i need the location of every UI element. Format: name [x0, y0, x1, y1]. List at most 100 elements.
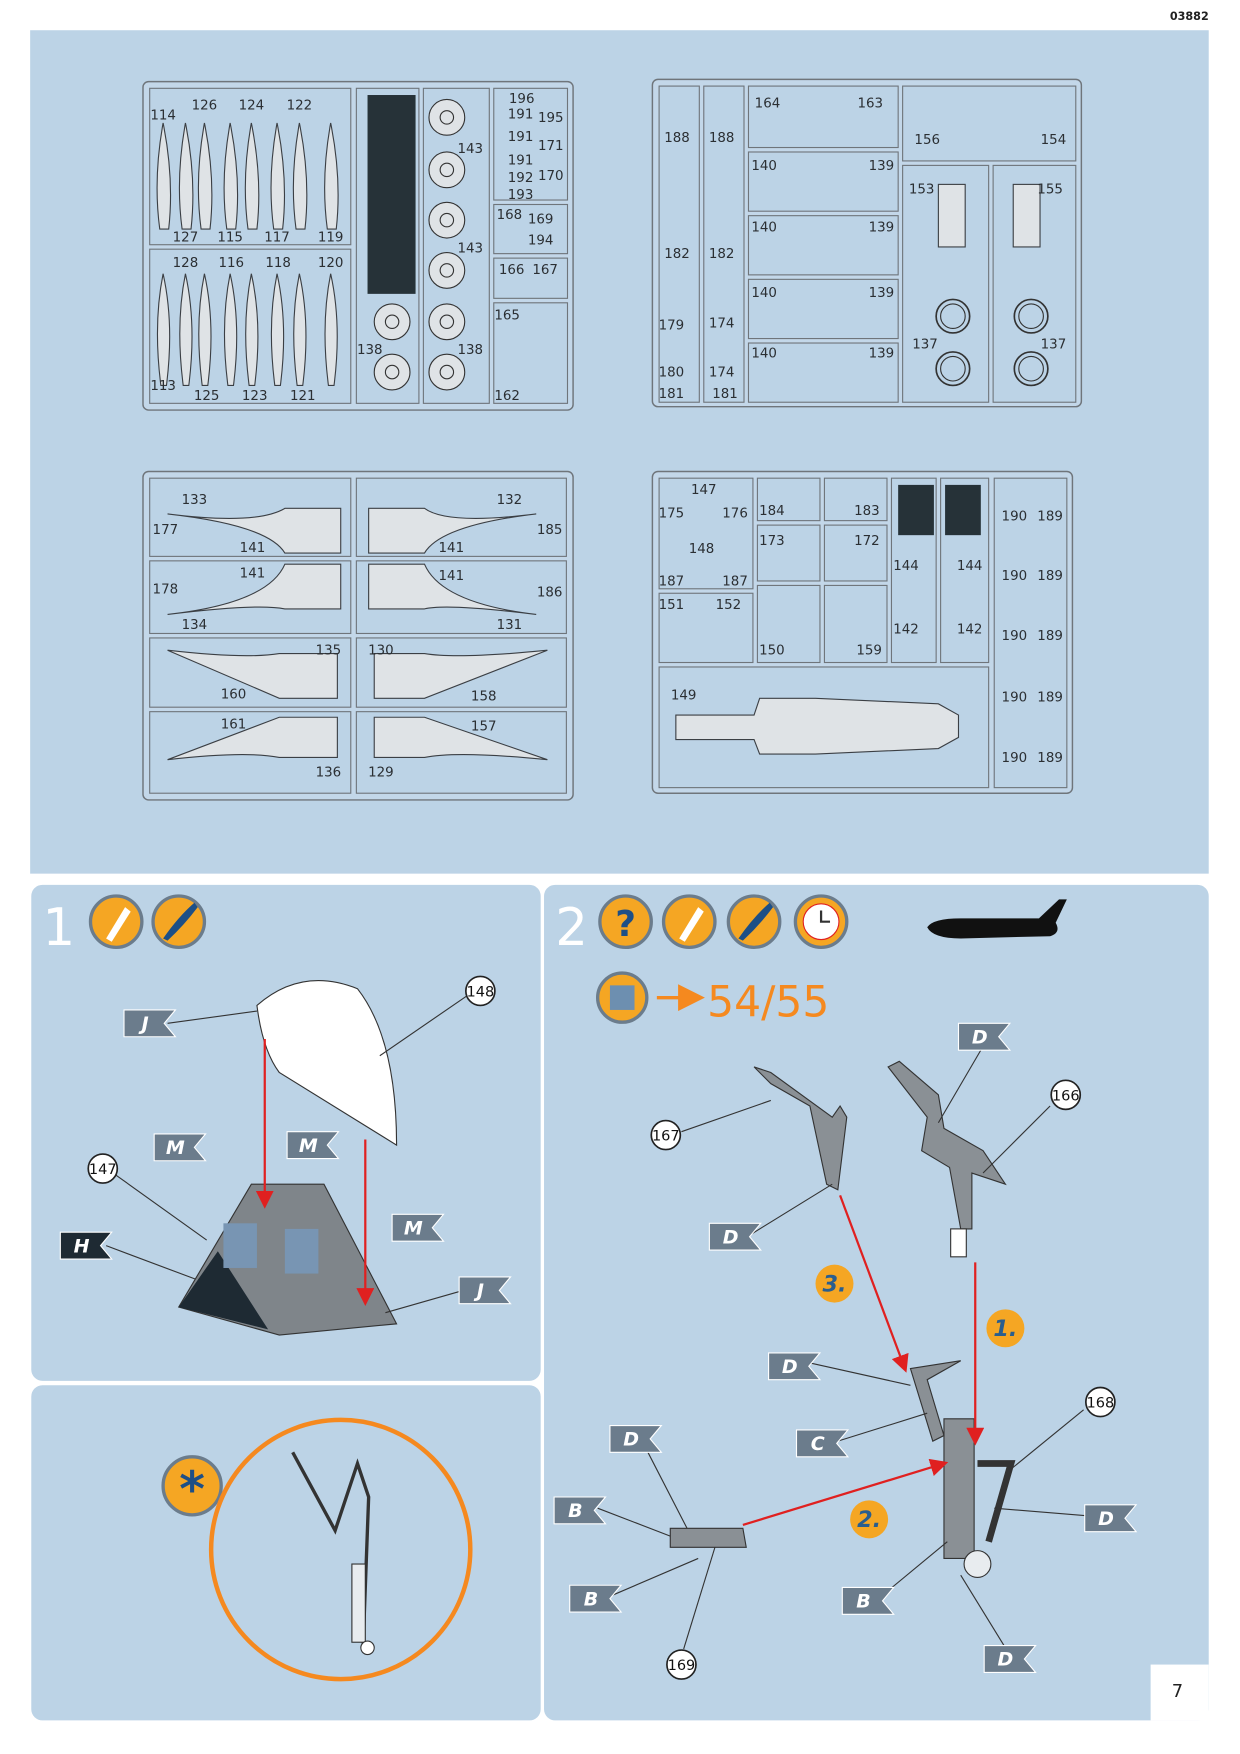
part-number: 192 [508, 171, 534, 186]
part-number: 143 [458, 242, 484, 257]
part-number: 186 [537, 586, 563, 601]
part-number: 128 [173, 256, 199, 271]
fan-part [428, 201, 466, 239]
part-number: 120 [318, 256, 344, 271]
part-number: 191 [508, 153, 534, 168]
blade-part [270, 273, 285, 387]
part-callout [465, 975, 496, 1007]
fan-part [428, 251, 466, 289]
part-number: 174 [709, 316, 735, 331]
part-number: 137 [912, 338, 938, 353]
part-number: 142 [893, 622, 919, 637]
color-code-letter: M [299, 1135, 318, 1157]
detail-magnifier-circle [208, 1417, 473, 1682]
part-number: 147 [691, 483, 717, 498]
part-number: 180 [659, 366, 685, 381]
page-reference: 54/55 [707, 979, 829, 1028]
airplane-icon [927, 899, 1067, 939]
part-number: 138 [357, 343, 383, 358]
callout-number: 166 [1052, 1088, 1080, 1104]
part-166 [887, 1060, 1007, 1230]
part-callout [1085, 1386, 1116, 1418]
blade-part [156, 273, 171, 387]
part-number: 188 [664, 131, 690, 146]
part-number: 189 [1037, 751, 1063, 766]
part-number: 189 [1037, 510, 1063, 525]
part-number: 150 [759, 644, 785, 659]
part-number: 139 [869, 286, 895, 301]
part-number: 153 [909, 182, 935, 197]
blade-part [223, 122, 239, 230]
blade-part [292, 122, 308, 230]
part-number: 131 [497, 618, 523, 633]
color-code-flag [983, 1645, 1037, 1673]
paint-brush-icon [726, 894, 782, 950]
part-number: 196 [509, 92, 535, 107]
color-code-flag [458, 1276, 512, 1305]
color-code-flag [795, 1429, 850, 1458]
part-number: 141 [439, 569, 465, 584]
part-number: 144 [893, 559, 919, 574]
part-callout [87, 1153, 119, 1184]
color-code-flag [957, 1022, 1012, 1051]
color-code-flag [153, 1133, 207, 1162]
part-number: 140 [751, 159, 777, 174]
part-number: 140 [751, 220, 777, 235]
part-number: 189 [1037, 569, 1063, 584]
part-number: 136 [316, 765, 342, 780]
substep-badge [986, 1309, 1025, 1348]
fan-part [373, 303, 411, 341]
part-number: 129 [368, 765, 394, 780]
part-number: 181 [659, 387, 685, 402]
part-callout [1050, 1079, 1082, 1111]
part-number: 154 [1041, 133, 1067, 148]
part-number: 160 [221, 687, 247, 702]
asterisk-icon: * [161, 1455, 223, 1518]
color-code-letter: D [1098, 1508, 1114, 1530]
color-code-flag [553, 1496, 607, 1525]
part-number: 175 [659, 506, 685, 521]
svg-text:*: * [179, 1460, 205, 1518]
color-code-flag [708, 1222, 762, 1251]
clock-icon [793, 894, 849, 950]
part-number: 139 [869, 220, 895, 235]
sprue-top-left [142, 80, 1058, 779]
blade-part [293, 273, 307, 387]
part-168-strut [943, 1418, 975, 1559]
glue-icon [88, 894, 144, 950]
part-number: 114 [150, 109, 176, 124]
callout-number: 148 [467, 985, 495, 1001]
sprue-top-right [651, 78, 1083, 408]
glue-icon [661, 894, 717, 950]
product-code: 03882 [1170, 10, 1209, 23]
color-code-flag [123, 1009, 177, 1038]
part-number: 181 [712, 387, 738, 402]
part-number: 190 [1002, 569, 1028, 584]
color-code-flag [569, 1584, 623, 1613]
callout-number: 169 [668, 1658, 696, 1674]
part-number: 157 [471, 720, 497, 735]
part-169 [669, 1527, 747, 1548]
part-number: 123 [242, 389, 268, 404]
part-number: 182 [664, 247, 690, 262]
color-code-letter: B [856, 1591, 870, 1613]
color-code-flag [59, 1231, 113, 1260]
part-number: 190 [1002, 751, 1028, 766]
part-number: 195 [538, 111, 564, 126]
part-number: 124 [239, 99, 265, 114]
part-number: 158 [471, 689, 497, 704]
part-number: 168 [497, 208, 523, 223]
part-number: 118 [265, 256, 291, 271]
part-number: 171 [538, 139, 564, 154]
part-number: 127 [173, 230, 199, 245]
color-code-letter: D [723, 1226, 739, 1248]
part-number: 164 [755, 96, 781, 111]
blade-part [178, 122, 194, 230]
part-number: 163 [857, 96, 883, 111]
color-code-letter: J [473, 1280, 484, 1302]
part-number: 139 [869, 159, 895, 174]
part-number: 173 [759, 534, 785, 549]
svg-text:?: ? [615, 904, 636, 945]
part-number: 134 [182, 618, 208, 633]
part-number: 167 [532, 263, 558, 278]
